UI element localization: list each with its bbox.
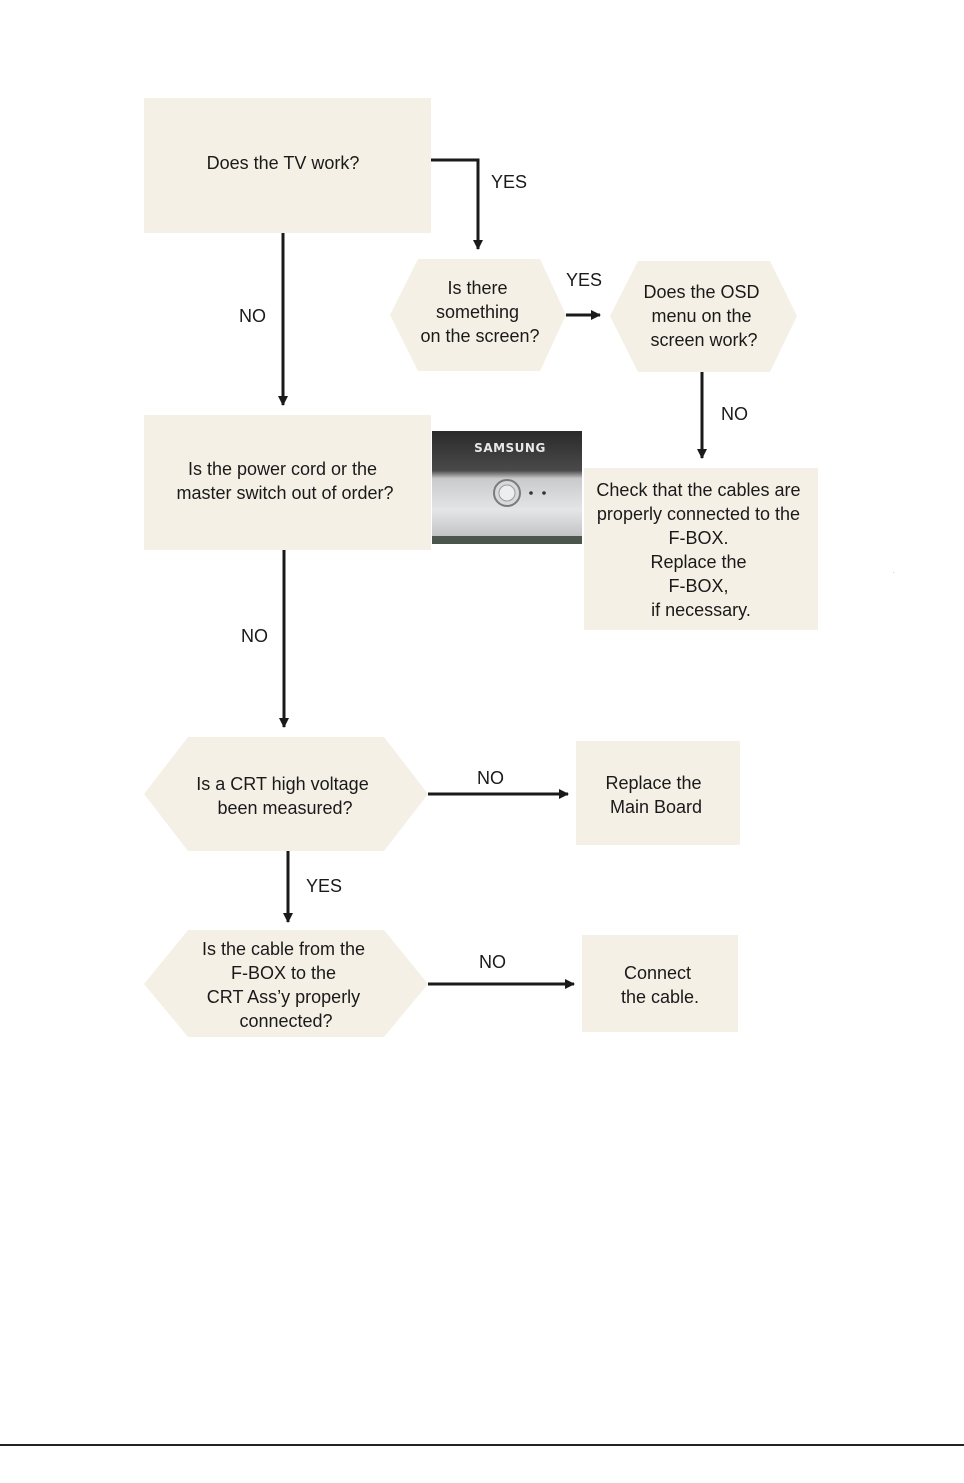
node-osd-line-3: screen work? [650, 330, 757, 350]
node-connect-line-2: the cable. [621, 987, 699, 1007]
samsung-logo: SAMSUNG [474, 441, 546, 455]
edge-label-no-3: NO [241, 626, 268, 646]
node-crt-line-1: Is a CRT high voltage [196, 774, 368, 794]
node-power-line-2: master switch out of order? [176, 483, 393, 503]
node-replace-line-1: Replace the [605, 773, 701, 793]
node-power-cord: Is the power cord or the master switch o… [144, 415, 431, 550]
edge-label-yes-1: YES [491, 172, 527, 192]
node-osd-line-1: Does the OSD [643, 282, 759, 302]
node-cable-line-3: CRT Ass’y properly [207, 987, 360, 1007]
node-replace-line-2: Main Board [610, 797, 702, 817]
node-check-line-5: F-BOX, [668, 576, 728, 596]
node-something-line-3: on the screen? [420, 326, 539, 346]
node-tv-works: Does the TV work? [144, 98, 431, 233]
edge-label-yes-3: YES [306, 876, 342, 896]
node-osd-menu: Does the OSD menu on the screen work? [610, 261, 797, 372]
stray-mark [893, 572, 894, 573]
node-osd-line-2: menu on the [651, 306, 751, 326]
node-crt-line-2: been measured? [217, 798, 352, 818]
node-something-line-1: Is there [447, 278, 507, 298]
node-connect-line-1: Connect [624, 963, 691, 983]
node-cable-line-1: Is the cable from the [202, 939, 365, 959]
edge-label-no-4: NO [477, 768, 504, 788]
node-cable-line-2: F-BOX to the [231, 963, 336, 983]
node-cable-line-4: connected? [239, 1011, 332, 1031]
svg-text:Does the OSD menu on the: Does the OSD menu on the screen work? [643, 282, 764, 350]
edge-label-no-2: NO [721, 404, 748, 424]
node-check-line-2: properly connected to the [597, 504, 800, 524]
svg-text:Does the TV work?: Does the TV work? [207, 153, 360, 173]
edge-cable-to-connect: NO [428, 952, 574, 984]
node-check-line-6: if necessary. [651, 600, 751, 620]
node-something-line-2: something [436, 302, 519, 322]
footer-rule [0, 1444, 964, 1446]
edge-label-yes-2: YES [566, 270, 602, 290]
edge-label-no-5: NO [479, 952, 506, 972]
edge-crt-to-replace: NO [428, 768, 568, 794]
node-tv-works-line-1: Does the TV work? [207, 153, 360, 173]
node-replace-main: Replace the Main Board [576, 741, 740, 845]
edge-label-no-1: NO [239, 306, 266, 326]
node-check-line-3: F-BOX. [668, 528, 728, 548]
node-cable-connected: Is the cable from the F-BOX to the CRT A… [144, 930, 428, 1037]
node-something-on-screen: Is there something on the screen? [390, 259, 566, 371]
edge-crt-to-cable: YES [288, 851, 342, 922]
edge-power-to-crt: NO [241, 550, 284, 727]
tv-front-panel-photo: SAMSUNG [432, 431, 582, 544]
node-check-line-1: Check that the cables are [596, 480, 800, 500]
node-check-cables: Check that the cables are properly conne… [584, 468, 818, 630]
edge-tv-works-to-power: NO [239, 233, 283, 405]
node-power-line-1: Is the power cord or the [188, 459, 377, 479]
node-connect-cable: Connect the cable. [582, 935, 738, 1032]
node-crt-voltage: Is a CRT high voltage been measured? [144, 737, 428, 851]
node-check-line-4: Replace the [650, 552, 746, 572]
edge-something-to-osd: YES [566, 270, 602, 315]
edge-osd-to-check: NO [702, 372, 748, 458]
edge-tv-works-to-something: YES [431, 160, 527, 249]
